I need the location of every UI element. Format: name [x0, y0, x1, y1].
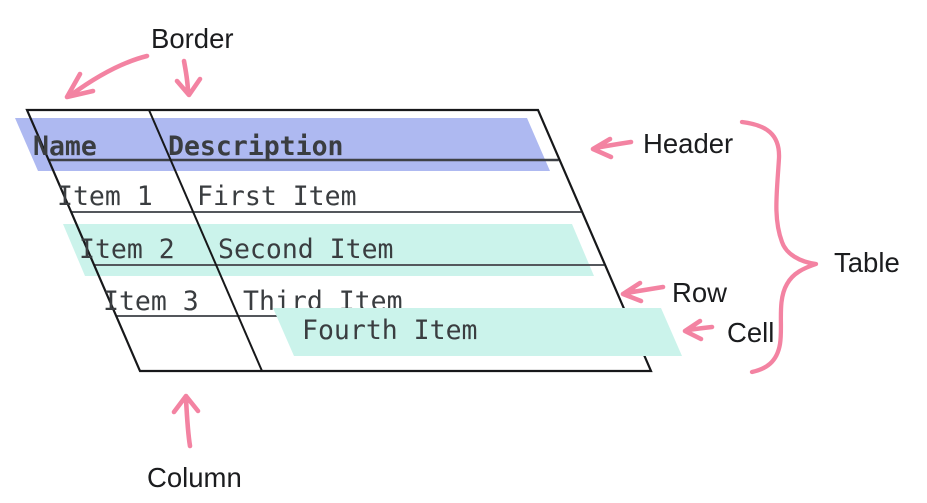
column-divider-line	[148, 109, 263, 372]
border-arrow-down-icon	[174, 58, 203, 98]
annotation-labels: Border Header Table Row Cell Column	[147, 23, 900, 493]
table-label: Table	[834, 247, 900, 278]
header-arrow-icon	[590, 136, 634, 160]
cell-row2-description: Second Item	[218, 234, 394, 265]
header-cell-name: Name	[33, 131, 97, 162]
cell-row2-name: Item 2	[79, 234, 175, 265]
border-label: Border	[151, 23, 234, 54]
table-grid	[25, 108, 653, 373]
table-cells: Name Description Item 1 First Item Item …	[33, 131, 403, 317]
row-arrow-icon	[620, 280, 666, 304]
cell-row1-description: First Item	[197, 181, 357, 212]
table-outer-border	[25, 108, 653, 373]
header-cell-description: Description	[168, 131, 344, 162]
cell-row1-name: Item 1	[57, 181, 153, 212]
row-highlight	[63, 224, 594, 276]
column-arrow-icon	[171, 393, 201, 449]
table-brace-icon	[739, 119, 819, 375]
cell-row3-name: Item 3	[103, 286, 199, 317]
annotation-arrows	[64, 53, 819, 449]
border-arrow-left-icon	[64, 53, 150, 100]
column-label: Column	[147, 462, 242, 493]
cell-row4-description: Fourth Item	[302, 315, 478, 346]
cell-label: Cell	[727, 317, 774, 348]
header-row-highlight	[15, 118, 550, 171]
cell-highlight	[273, 308, 682, 356]
row-label: Row	[672, 277, 727, 308]
header-label: Header	[643, 128, 733, 159]
cell-arrow-icon	[682, 318, 715, 342]
